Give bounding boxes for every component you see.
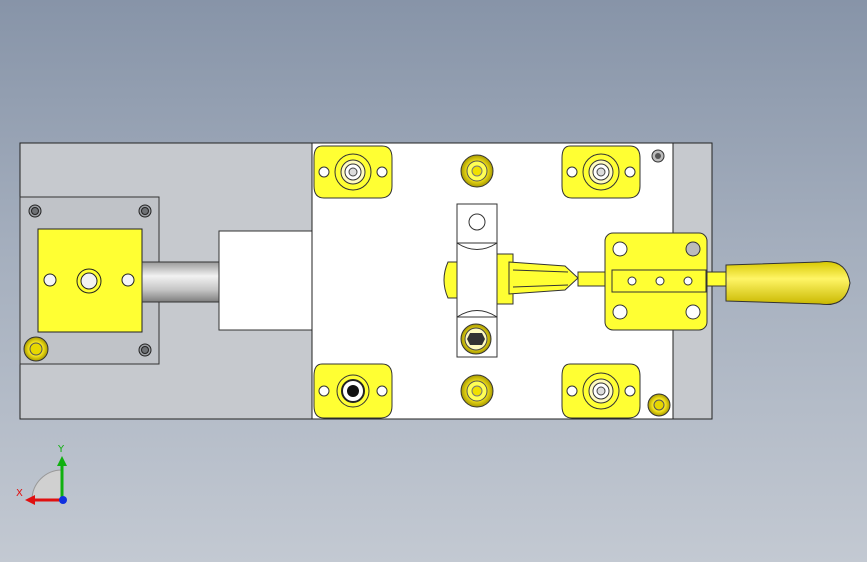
clamp-lug-top-left[interactable] [313, 145, 393, 199]
toggle-clamp-handle[interactable] [725, 260, 851, 306]
locating-pin-top[interactable] [460, 154, 494, 188]
clamp-lug-bottom-left[interactable] [313, 363, 393, 419]
bracket-corner-screw[interactable] [23, 336, 49, 362]
coordinate-triad: X Y [16, 444, 67, 505]
center-clamp-support[interactable] [443, 203, 498, 358]
mount-block-holes [43, 268, 135, 294]
plate-corner-screw-top[interactable] [651, 149, 665, 163]
x-axis-label: X [16, 488, 23, 499]
y-axis-label: Y [57, 444, 65, 455]
locating-pin-bottom[interactable] [460, 374, 494, 408]
bracket-screw-holes [28, 204, 152, 357]
clamp-lug-top-right[interactable] [561, 145, 641, 199]
clamp-lug-bottom-right[interactable] [561, 363, 641, 419]
plate-corner-screw-bottom[interactable] [647, 393, 671, 417]
toggle-clamp-base[interactable] [604, 232, 708, 331]
z-axis-dot [59, 496, 67, 504]
cylinder-body[interactable] [218, 230, 313, 331]
cylinder-rod[interactable] [141, 261, 223, 303]
